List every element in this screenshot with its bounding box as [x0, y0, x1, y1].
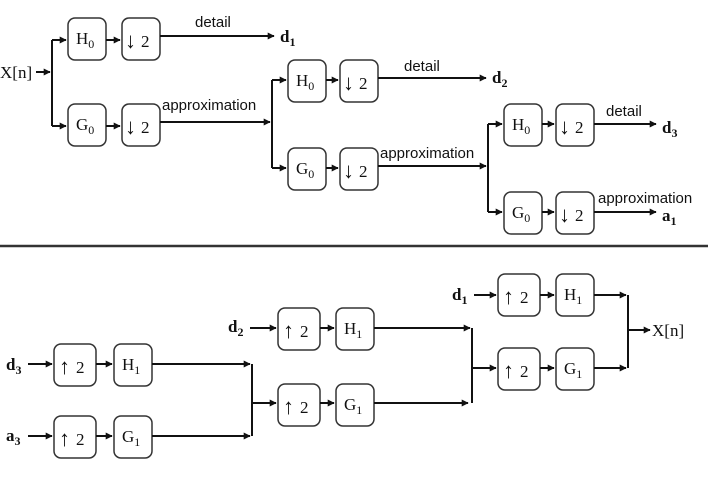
- level1-lowpass-filter-g1: G1: [555, 347, 595, 391]
- up-arrow-icon: ↑: [503, 284, 514, 309]
- stage3-low-downsampler: ↓ 2: [555, 191, 595, 235]
- stage1-highpass-filter-h0: H0: [67, 17, 107, 61]
- svg-text:H0: H0: [76, 29, 94, 51]
- stage2-low-downsampler: ↓ 2: [339, 147, 379, 191]
- svg-text:2: 2: [141, 32, 150, 51]
- a3-lowpass-filter-g1: G1: [113, 415, 153, 459]
- stage2-lowpass-filter-g0: G0: [287, 147, 327, 191]
- svg-text:H0: H0: [512, 115, 530, 137]
- up-arrow-icon: ↑: [283, 394, 294, 419]
- stage3-detail-label: detail: [606, 103, 642, 120]
- input-a3: a3: [6, 426, 21, 448]
- stage1-high-downsampler: ↓ 2: [121, 17, 161, 61]
- svg-text:G0: G0: [296, 159, 314, 181]
- svg-text:2: 2: [520, 362, 529, 381]
- svg-text:2: 2: [359, 162, 368, 181]
- stage1-detail-label: detail: [195, 14, 231, 31]
- up-arrow-icon: ↑: [59, 426, 70, 451]
- d2-upsampler: ↑ 2: [277, 307, 321, 351]
- stage3-high-downsampler: ↓ 2: [555, 103, 595, 147]
- stage2-highpass-filter-h0: H0: [287, 59, 327, 103]
- down-arrow-icon: ↓: [125, 114, 136, 139]
- stage3-lowpass-filter-g0: G0: [503, 191, 543, 235]
- svg-text:2: 2: [359, 74, 368, 93]
- d3-upsampler: ↑ 2: [53, 343, 97, 387]
- input-signal-label: X[n]: [0, 63, 32, 82]
- svg-text:H1: H1: [344, 319, 362, 341]
- output-signal-label: X[n]: [652, 321, 684, 340]
- svg-text:2: 2: [141, 118, 150, 137]
- level2-lowpass-filter-g1: G1: [335, 383, 375, 427]
- svg-text:H0: H0: [296, 71, 314, 93]
- svg-text:G0: G0: [512, 203, 530, 225]
- output-d1: d1: [280, 27, 295, 49]
- stage1-approximation-label: approximation: [162, 97, 256, 114]
- level2-low-upsampler: ↑ 2: [277, 383, 321, 427]
- svg-text:2: 2: [520, 288, 529, 307]
- d1-upsampler: ↑ 2: [497, 273, 541, 317]
- input-d1: d1: [452, 285, 467, 307]
- svg-text:G1: G1: [344, 395, 362, 417]
- d1-highpass-filter-h1: H1: [555, 273, 595, 317]
- output-a1: a1: [662, 206, 677, 228]
- d2-highpass-filter-h1: H1: [335, 307, 375, 351]
- output-d3: d3: [662, 118, 677, 140]
- svg-text:2: 2: [76, 358, 85, 377]
- svg-text:2: 2: [300, 398, 309, 417]
- down-arrow-icon: ↓: [343, 158, 354, 183]
- down-arrow-icon: ↓: [343, 70, 354, 95]
- up-arrow-icon: ↑: [283, 318, 294, 343]
- down-arrow-icon: ↓: [559, 114, 570, 139]
- up-arrow-icon: ↑: [503, 358, 514, 383]
- svg-text:2: 2: [300, 322, 309, 341]
- svg-text:G1: G1: [564, 359, 582, 381]
- up-arrow-icon: ↑: [59, 354, 70, 379]
- synthesis-section: d3 ↑ 2 H1 a3 ↑ 2 G1 ↑: [6, 273, 684, 459]
- svg-text:H1: H1: [564, 285, 582, 307]
- stage2-detail-label: detail: [404, 58, 440, 75]
- svg-text:G0: G0: [76, 115, 94, 137]
- stage2-approximation-label: approximation: [380, 145, 474, 162]
- input-d2: d2: [228, 317, 243, 339]
- stage1-lowpass-filter-g0: G0: [67, 103, 107, 147]
- svg-text:G1: G1: [122, 427, 140, 449]
- analysis-section: X[n] H0 ↓ 2 detail d1 G0 ↓ 2 ap: [0, 14, 692, 235]
- d3-highpass-filter-h1: H1: [113, 343, 153, 387]
- stage3-approximation-label: approximation: [598, 190, 692, 207]
- down-arrow-icon: ↓: [125, 28, 136, 53]
- input-d3: d3: [6, 355, 21, 377]
- svg-text:2: 2: [575, 118, 584, 137]
- down-arrow-icon: ↓: [559, 202, 570, 227]
- a3-upsampler: ↑ 2: [53, 415, 97, 459]
- stage1-low-downsampler: ↓ 2: [121, 103, 161, 147]
- stage3-highpass-filter-h0: H0: [503, 103, 543, 147]
- level1-low-upsampler: ↑ 2: [497, 347, 541, 391]
- svg-text:2: 2: [575, 206, 584, 225]
- svg-text:H1: H1: [122, 355, 140, 377]
- stage2-high-downsampler: ↓ 2: [339, 59, 379, 103]
- svg-text:2: 2: [76, 430, 85, 449]
- output-d2: d2: [492, 68, 507, 90]
